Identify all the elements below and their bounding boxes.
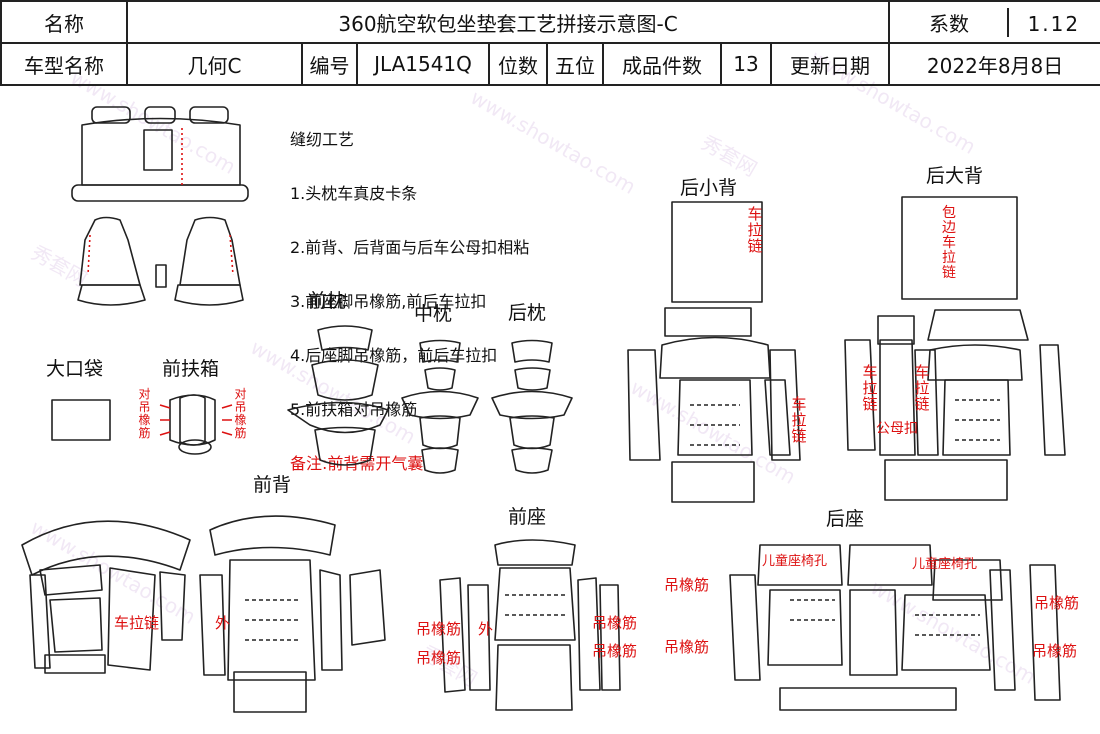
date-label: 更新日期	[769, 42, 891, 86]
annotation-child-seat-hole: 儿童座椅孔	[762, 554, 828, 569]
pieces-label: 成品件数	[602, 42, 722, 86]
annotation-elastic: 吊橡筋	[1034, 594, 1080, 612]
annotation-edge-zip: 包边车拉链	[942, 205, 956, 281]
label-front-back: 前背	[253, 474, 292, 496]
label-middle-headrest: 中枕	[414, 303, 453, 325]
notes-title: 缝纫工艺	[290, 130, 355, 149]
notes-item: 1.头枕车真皮卡条	[290, 184, 418, 203]
rear-big-back-pieces	[844, 196, 1066, 501]
label-rear-headrest: 后枕	[508, 302, 547, 324]
annotation-elastic: 吊橡筋	[416, 620, 462, 638]
annotation-outer: 外	[215, 614, 231, 632]
annotation-elastic: 吊橡筋	[664, 638, 710, 656]
rear-small-back-pieces	[627, 201, 801, 503]
seatbelt-buckle	[155, 264, 167, 288]
front-seat-overview-right	[174, 216, 244, 306]
code-value: JLA1541Q	[356, 42, 490, 86]
rear-seat-pieces	[729, 544, 1061, 711]
front-seat-pieces	[439, 539, 621, 711]
annotation-zip: 车拉链	[747, 205, 763, 255]
annotation-elastic: 吊橡筋	[592, 642, 638, 660]
big-pocket-piece	[51, 399, 111, 441]
label-front-headrest: 前枕	[308, 290, 347, 312]
label-rear-big-back: 后大背	[926, 165, 984, 187]
seats-label: 位数	[488, 42, 548, 86]
annotation-elastic: 吊橡筋	[592, 614, 638, 632]
front-seat-overview-left	[77, 216, 146, 306]
seats-value: 五位	[546, 42, 604, 86]
coef-cell: 系数 1.12	[888, 0, 1100, 44]
notes-item: 2.前背、后背面与后车公母扣相粘	[290, 238, 530, 257]
label-front-seat: 前座	[508, 506, 547, 528]
label-front-armrest: 前扶箱	[162, 358, 220, 380]
notes-item: 3.前座脚吊橡筋,前后车拉扣	[290, 292, 487, 311]
label-rear-seat: 后座	[826, 508, 865, 530]
coef-label: 系数	[891, 7, 1009, 37]
annotation-zip: 车拉链	[791, 395, 807, 445]
date-value: 2022年8月8日	[888, 42, 1100, 86]
pieces-value: 13	[720, 42, 772, 86]
annotation-zip: 车拉链	[114, 614, 160, 632]
front-armrest-pieces	[159, 394, 233, 455]
label-big-pocket: 大口袋	[46, 358, 104, 380]
rear-bench-overview	[71, 106, 249, 202]
annotation-snap: 公母扣	[876, 421, 918, 437]
annotation-child-seat-hole: 儿童座椅孔	[912, 557, 978, 572]
coef-value: 1.12	[1027, 11, 1081, 36]
front-back-pieces	[21, 515, 386, 713]
model-label: 车型名称	[0, 42, 128, 86]
label-rear-small-back: 后小背	[680, 177, 738, 199]
model-value: 几何C	[126, 42, 303, 86]
annotation-outer: 外	[478, 620, 494, 638]
name-label: 名称	[0, 0, 128, 44]
code-label: 编号	[301, 42, 358, 86]
rear-headrest-pieces	[491, 339, 573, 474]
annotation-elastic: 吊橡筋	[664, 576, 710, 594]
header-table: 名称 360航空软包坐垫套工艺拼接示意图-C 系数 1.12 车型名称 几何C 编…	[0, 0, 1100, 86]
annotation-pair-elastic-left: 对吊橡筋	[138, 387, 151, 440]
annotation-pair-elastic-right: 对吊橡筋	[234, 387, 247, 440]
annotation-zip: 车拉链	[862, 363, 878, 413]
annotation-zip: 车拉链	[914, 363, 930, 413]
annotation-elastic: 吊橡筋	[416, 649, 462, 667]
middle-headrest-pieces	[401, 339, 479, 474]
sheet-title: 360航空软包坐垫套工艺拼接示意图-C	[125, 0, 891, 44]
annotation-elastic: 吊橡筋	[1032, 642, 1078, 660]
front-headrest-pieces	[287, 325, 389, 466]
